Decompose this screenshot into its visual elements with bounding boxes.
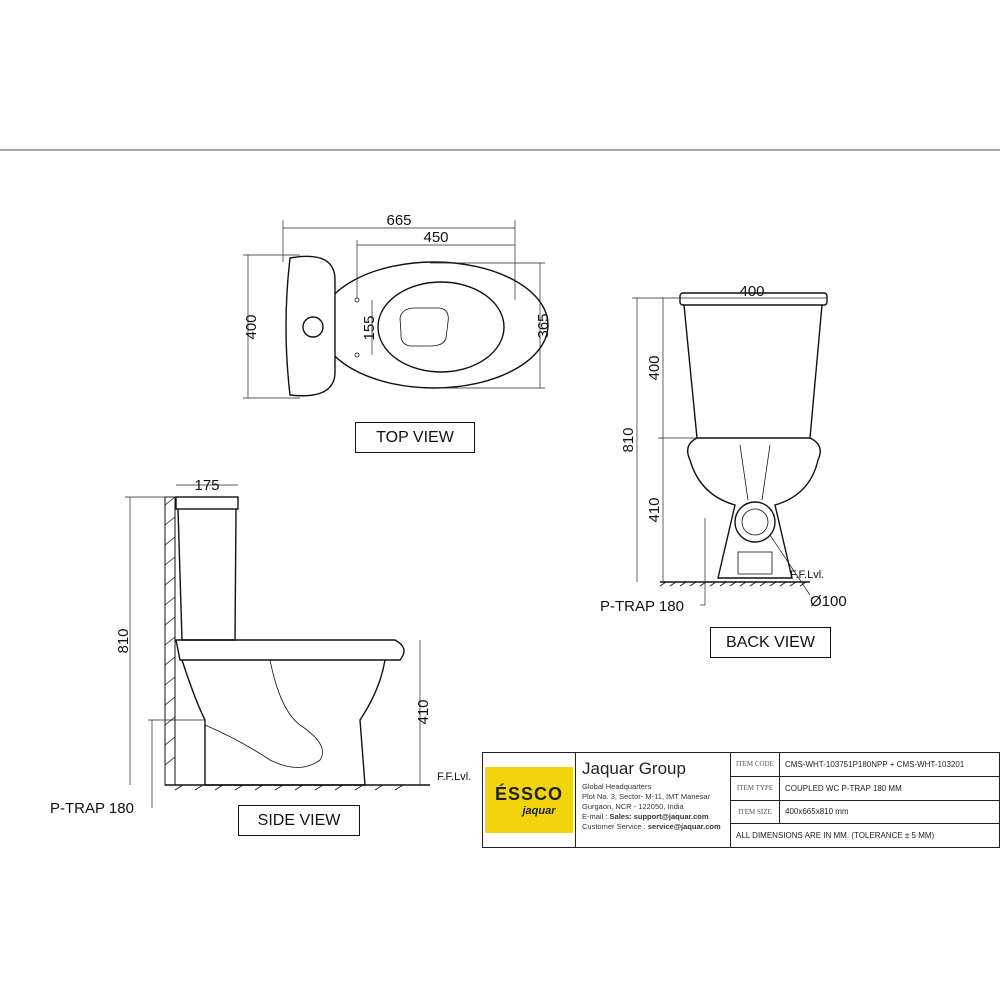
- dim-155: 155: [361, 315, 378, 340]
- essco-logo: ÉSSCO jaquar: [483, 753, 576, 847]
- back-view-label: BACK VIEW: [710, 627, 831, 658]
- tank-top: [285, 255, 336, 397]
- dim-175: 175: [194, 477, 219, 494]
- outlet-circle: [734, 501, 776, 543]
- bowl-outline: [319, 261, 549, 389]
- seat-opening: [377, 281, 505, 373]
- dim-450: 450: [423, 229, 448, 246]
- dim-400: 400: [739, 283, 764, 300]
- side-view-drawing: 175 810 410 F.F.Lvl. P-TRAP 180: [50, 477, 471, 817]
- company-info: Jaquar Group Global Headquarters Plot No…: [576, 753, 731, 847]
- floor-label: F.F.Lvl.: [437, 771, 471, 783]
- email: Sales: support@jaquar.com: [609, 812, 709, 821]
- dim-365: 365: [535, 313, 552, 338]
- dim-400: 400: [243, 314, 260, 339]
- dim-410: 410: [646, 497, 663, 522]
- floor-label: F.F.Lvl.: [790, 569, 824, 581]
- service-email: service@jaquar.com: [647, 822, 721, 831]
- item-size: 400x665x810 mm: [785, 807, 849, 817]
- outlet-diameter: Ø100: [810, 593, 847, 610]
- flush-button: [302, 316, 324, 338]
- top-view-drawing: 665 450 400 365 155: [243, 212, 552, 399]
- company-name: Jaquar Group: [582, 759, 686, 778]
- dim-810: 810: [620, 427, 637, 452]
- address-line: Plot No. 3, Sector- M-11, IMT Manesar: [582, 792, 711, 801]
- back-view-drawing: 400 810 400 410 F.F.Lvl. Ø100 P-TRAP 180: [600, 283, 847, 615]
- item-code: CMS-WHT-103751P180NPP + CMS-WHT-103201: [785, 759, 965, 769]
- dim-810: 810: [115, 628, 132, 653]
- item-type: COUPLED WC P-TRAP 180 MM: [785, 783, 902, 793]
- dim-665: 665: [386, 212, 411, 229]
- address-line: Global Headquarters: [582, 782, 652, 791]
- bowl-outlet: [399, 307, 449, 347]
- title-block: ÉSSCO jaquar Jaquar Group Global Headqua…: [482, 752, 1000, 848]
- tolerance-note: ALL DIMENSIONS ARE IN MM. (TOLERANCE ± 5…: [736, 831, 935, 841]
- dim-400-tank: 400: [646, 355, 663, 380]
- trap-label: P-TRAP 180: [50, 800, 134, 817]
- dim-410: 410: [415, 699, 432, 724]
- side-view-label: SIDE VIEW: [238, 805, 360, 836]
- top-view-label: TOP VIEW: [355, 422, 475, 453]
- trap-label: P-TRAP 180: [600, 598, 684, 615]
- address-line: Gurgaon, NCR - 122050, India: [582, 802, 684, 811]
